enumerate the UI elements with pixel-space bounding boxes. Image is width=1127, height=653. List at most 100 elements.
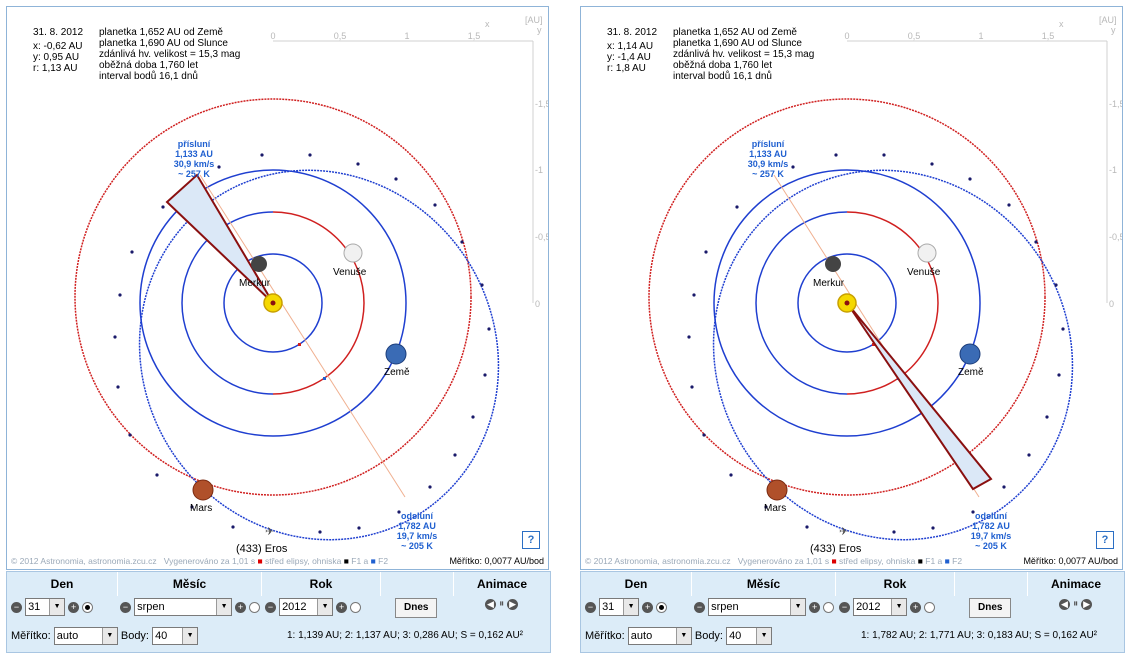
pause-icon[interactable]: ⏸ <box>499 598 505 610</box>
scale-label: Měřítko: <box>11 630 51 642</box>
perihelion-temp: ~ 257 K <box>178 169 210 179</box>
year-select[interactable]: 2012▼ <box>279 598 334 616</box>
venus <box>917 243 937 263</box>
y-tick: -1 <box>1109 165 1117 175</box>
bodies-select[interactable]: 40▼ <box>726 627 773 646</box>
day-header: Den <box>581 572 692 596</box>
generated-time: Vygenerováno za 1,01 s <box>163 556 256 566</box>
year-radio[interactable] <box>924 601 936 613</box>
month-plus-button[interactable]: + <box>809 601 821 613</box>
legend-f1: F1 a <box>351 556 369 566</box>
aphelion-temp: ~ 205 K <box>975 541 1007 551</box>
month-plus-button[interactable]: + <box>235 601 247 613</box>
venus-orbit-blue <box>755 211 848 395</box>
scale-select[interactable]: auto▼ <box>53 627 118 646</box>
year-header: Rok <box>836 572 955 596</box>
bodies-select[interactable]: 40▼ <box>152 627 199 646</box>
play-back-button[interactable]: ◀ <box>1059 598 1070 610</box>
day-plus-button[interactable]: + <box>642 601 654 613</box>
chevron-down-icon: ▼ <box>317 599 333 615</box>
chart-footer: © 2012 Astronomia, astronomia.zcu.cz Vyg… <box>11 556 389 566</box>
chevron-down-icon: ▼ <box>790 599 806 615</box>
perihelion-label: přísluní <box>178 139 211 149</box>
venus-label: Venuše <box>907 267 941 278</box>
day-radio[interactable] <box>82 601 94 613</box>
asteroid-label: (433) Eros <box>810 543 862 555</box>
mars-label: Mars <box>764 503 786 514</box>
play-forward-button[interactable]: ▶ <box>507 598 519 610</box>
month-radio[interactable] <box>249 601 261 613</box>
month-minus-button[interactable]: − <box>120 601 131 613</box>
year-minus-button[interactable]: − <box>265 601 276 613</box>
year-minus-button[interactable]: − <box>839 601 850 613</box>
coord-info: 31. 8. 2012 x: -0,62 AU y: 0,95 AU r: 1,… <box>33 27 83 74</box>
aphelion-label: odsluní <box>401 511 433 521</box>
day-select[interactable]: 31▼ <box>25 598 66 616</box>
year-plus-button[interactable]: + <box>910 601 922 613</box>
ellipse-center-marker <box>298 343 301 346</box>
panel-right: 0 0,5 1 1,5 x [AU] y -1,5 -1 -0,5 0 <box>574 0 1125 653</box>
asteroid-marker: ✈ <box>839 526 848 538</box>
today-button[interactable]: Dnes <box>969 598 1012 618</box>
day-value: 31 <box>602 601 615 613</box>
mars <box>192 479 214 501</box>
chevron-down-icon: ▼ <box>675 628 691 645</box>
year-plus-button[interactable]: + <box>336 601 348 613</box>
animation-header: Animace <box>1050 577 1102 591</box>
venus-orbit-blue <box>181 211 274 395</box>
today-button[interactable]: Dnes <box>395 598 438 618</box>
y-axis-label: y <box>537 25 542 35</box>
legend-f2: F2 <box>952 556 963 566</box>
scale-select[interactable]: auto▼ <box>627 627 692 646</box>
day-minus-button[interactable]: − <box>11 601 22 613</box>
apsides-line <box>199 174 406 498</box>
day-controls: − 31▼ + <box>585 598 668 620</box>
x-coord: x: 1,14 AU <box>607 41 654 52</box>
month-minus-button[interactable]: − <box>694 601 705 613</box>
day-select[interactable]: 31▼ <box>599 598 640 616</box>
info-line: oběžná doba 1,760 let <box>673 60 772 71</box>
r-coord: r: 1,8 AU <box>607 63 646 74</box>
x-tick: 1,5 <box>468 31 481 41</box>
play-back-button[interactable]: ◀ <box>485 598 496 610</box>
eros-orbit <box>712 169 1074 541</box>
day-radio[interactable] <box>656 601 668 613</box>
status-line: 1: 1,139 AU; 2: 1,137 AU; 3: 0,286 AU; S… <box>287 630 523 641</box>
y-tick: 0 <box>535 299 540 309</box>
day-plus-button[interactable]: + <box>68 601 80 613</box>
help-button[interactable]: ? <box>522 531 540 549</box>
month-header: Měsíc <box>692 572 836 596</box>
y-tick: -1,5 <box>1109 99 1122 109</box>
sun-dot <box>270 300 276 306</box>
venus-orbit-red <box>272 211 365 395</box>
info-line: zdánlivá hv. velikost = 15,3 mag <box>99 49 241 60</box>
earth <box>385 343 407 365</box>
month-radio[interactable] <box>823 601 835 613</box>
play-forward-button[interactable]: ▶ <box>1081 598 1093 610</box>
venus-label: Venuše <box>333 267 367 278</box>
pause-icon[interactable]: ⏸ <box>1073 598 1079 610</box>
earth <box>959 343 981 365</box>
perihelion-distance: 1,133 AU <box>175 149 213 159</box>
month-select[interactable]: srpen▼ <box>134 598 233 616</box>
year-radio[interactable] <box>350 601 362 613</box>
today-header <box>955 572 1028 596</box>
date-text: 31. 8. 2012 <box>33 27 84 38</box>
scale-label: Měřítko: <box>585 630 625 642</box>
earth-orbit <box>139 169 407 437</box>
aphelion-speed: 19,7 km/s <box>397 531 438 541</box>
venus <box>343 243 363 263</box>
aphelion-temp: ~ 205 K <box>401 541 433 551</box>
today-controls: Dnes <box>969 598 1012 620</box>
aphelion-speed: 19,7 km/s <box>971 531 1012 541</box>
year-select[interactable]: 2012▼ <box>853 598 908 616</box>
animation-controls: ◀ ⏸ ▶ <box>1059 598 1093 620</box>
x-tick: 0,5 <box>908 31 921 41</box>
r-coord: r: 1,13 AU <box>33 63 78 74</box>
bodies-label: Body: <box>694 630 723 642</box>
day-minus-button[interactable]: − <box>585 601 596 613</box>
month-select[interactable]: srpen▼ <box>708 598 807 616</box>
help-button[interactable]: ? <box>1096 531 1114 549</box>
control-panel: Den Měsíc Rok Animace − 31▼ + − srpen▼ +… <box>6 571 551 653</box>
y-coord: y: -1,4 AU <box>607 52 651 63</box>
